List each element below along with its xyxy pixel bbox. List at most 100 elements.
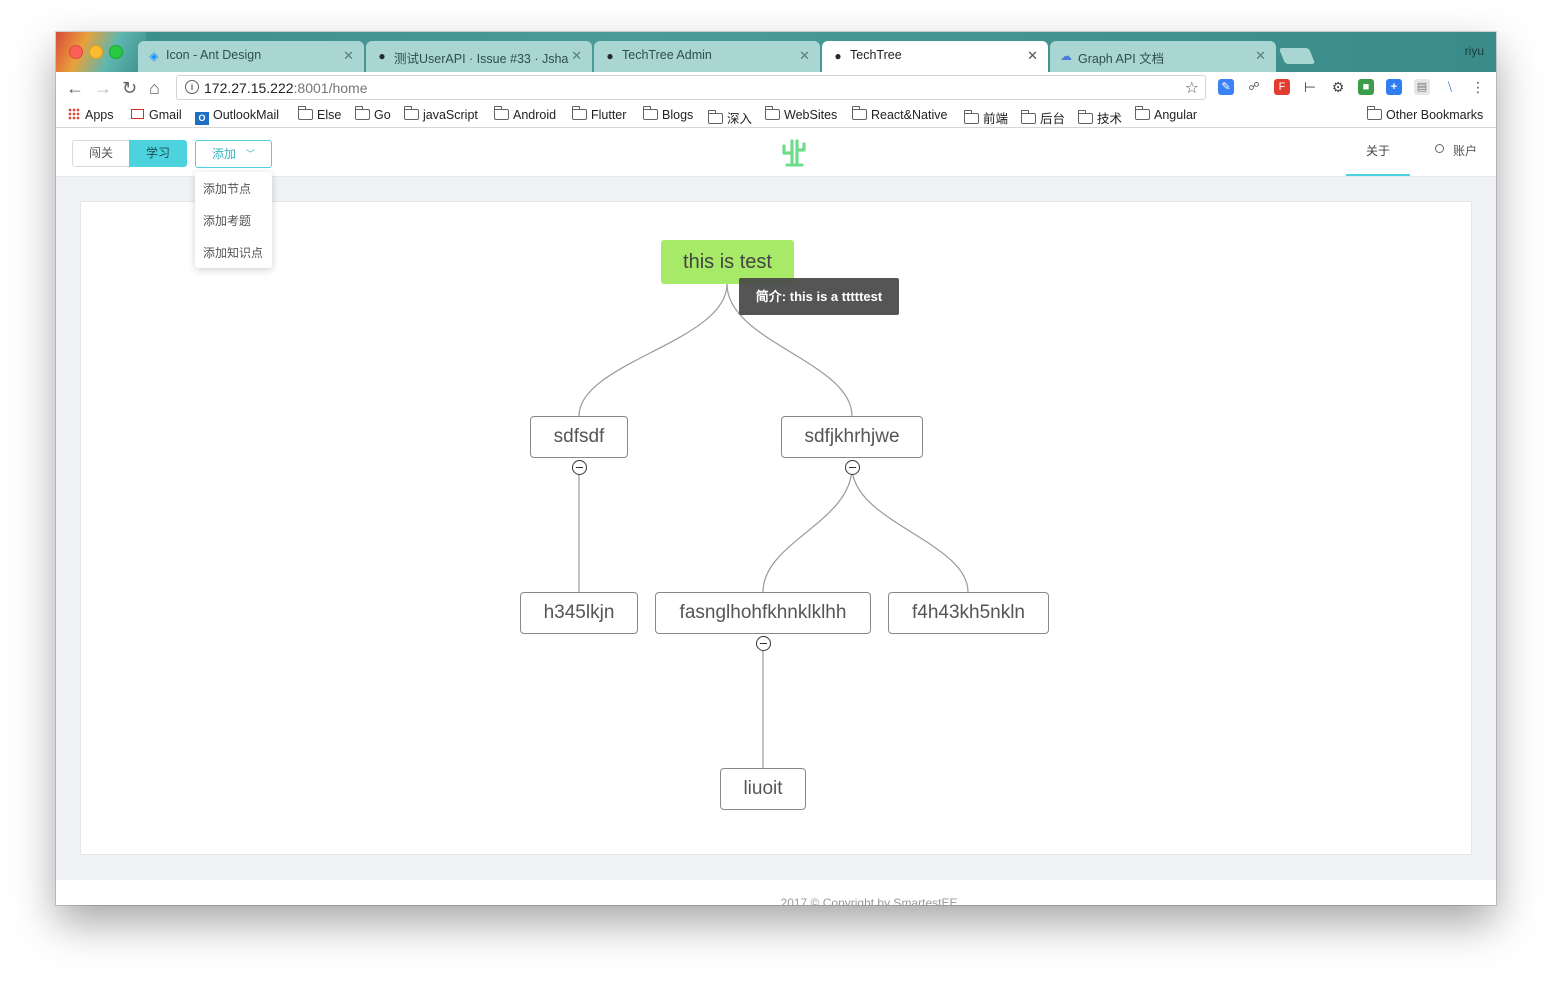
cactus-logo-icon[interactable] — [778, 138, 810, 168]
folder-icon — [1135, 106, 1150, 120]
cloud-icon: ☁ — [1060, 49, 1072, 63]
reload-icon[interactable]: ↻ — [122, 78, 138, 98]
nav-account[interactable]: 账户 — [1424, 128, 1488, 176]
bookmark-folder[interactable]: 前端 — [964, 108, 1008, 127]
folder-icon — [1078, 110, 1093, 124]
tab-title: TechTree Admin — [622, 48, 712, 62]
close-tab-icon[interactable]: ✕ — [1255, 48, 1266, 63]
extension-icon[interactable]: ▤ — [1414, 79, 1430, 95]
info-icon[interactable]: i — [185, 80, 199, 94]
browser-tab-graph-api[interactable]: ☁ Graph API 文档 ✕ — [1050, 41, 1276, 72]
back-arrow-icon[interactable]: ← — [66, 78, 84, 98]
bookmark-star-icon[interactable]: ☆ — [1184, 80, 1199, 97]
bookmark-folder[interactable]: Angular — [1135, 106, 1197, 122]
tree-node[interactable]: f4h43kh5nkln — [888, 592, 1049, 634]
browser-tab-techtree-admin[interactable]: ● TechTree Admin ✕ — [594, 41, 820, 72]
browser-tab-techtree[interactable]: ● TechTree ✕ — [822, 41, 1048, 72]
extension-icon[interactable]: ⊢ — [1302, 79, 1318, 95]
folder-icon — [355, 106, 370, 120]
copyright-text: 2017 © Copyright by SmartestEE — [780, 896, 958, 905]
url-text: 172.27.15.222:8001/home — [204, 80, 368, 96]
bookmark-folder[interactable]: Flutter — [572, 106, 626, 122]
folder-icon — [643, 106, 658, 120]
app-header: 闯关 学习 添加 ﹀ 关于 账户 — [56, 128, 1496, 177]
tab-title: Icon - Ant Design — [166, 48, 262, 62]
home-icon[interactable]: ⌂ — [149, 78, 160, 98]
extension-icon[interactable]: ✎ — [1218, 79, 1234, 95]
edge — [578, 283, 728, 417]
segment-challenge[interactable]: 闯关 — [72, 140, 130, 167]
folder-icon — [404, 106, 419, 120]
chevron-down-icon: ﹀ — [245, 149, 255, 159]
menu-item-add-node[interactable]: 添加节点 — [203, 182, 252, 196]
bookmark-folder[interactable]: Blogs — [643, 106, 693, 122]
menu-item-add-question[interactable]: 添加考题 — [203, 214, 252, 228]
close-tab-icon[interactable]: ✕ — [1027, 48, 1038, 63]
extension-icon[interactable]: ⧵ — [1442, 79, 1458, 95]
browser-tab-ant-design[interactable]: ◈ Icon - Ant Design ✕ — [138, 41, 364, 72]
folder-icon — [298, 106, 313, 120]
tab-title: 测试UserAPI · Issue #33 · Jsha — [394, 52, 569, 66]
bookmark-apps[interactable]: Apps — [68, 108, 114, 122]
profile-name[interactable]: riyu — [1464, 44, 1484, 58]
extension-icon[interactable]: ☍ — [1246, 79, 1262, 95]
tree-node[interactable]: h345lkjn — [520, 592, 638, 634]
node-tooltip: 简介: this is a tttttest — [739, 278, 899, 315]
browser-toolbar: ← → ↻ ⌂ i 172.27.15.222:8001/home ☆ ✎ ☍ … — [56, 72, 1496, 104]
edge — [762, 466, 853, 593]
tab-title: Graph API 文档 — [1078, 52, 1165, 66]
gear-icon[interactable]: ⚙ — [1330, 79, 1346, 95]
tree-node[interactable]: fasnglhohfkhnklklhh — [655, 592, 871, 634]
extension-icon[interactable]: ■ — [1358, 79, 1374, 95]
plus-icon[interactable]: + — [1386, 79, 1402, 95]
nav-about[interactable]: 关于 — [1346, 128, 1410, 176]
window-minimize-button[interactable] — [89, 45, 103, 59]
other-bookmarks[interactable]: Other Bookmarks — [1367, 106, 1483, 122]
user-icon — [1434, 144, 1444, 153]
github-icon: ● — [606, 49, 614, 63]
window-maximize-button[interactable] — [109, 45, 123, 59]
tree-node[interactable]: sdfsdf — [530, 416, 628, 458]
forward-arrow-icon[interactable]: → — [94, 78, 112, 98]
bookmark-gmail[interactable]: Gmail — [131, 108, 182, 122]
close-tab-icon[interactable]: ✕ — [799, 48, 810, 63]
close-tab-icon[interactable]: ✕ — [343, 48, 354, 63]
browser-tab-github-issue[interactable]: ● 测试UserAPI · Issue #33 · Jsha ✕ — [366, 41, 592, 72]
window-close-button[interactable] — [69, 45, 83, 59]
collapse-icon[interactable] — [756, 636, 771, 651]
tree-node-root[interactable]: this is test — [661, 240, 794, 284]
collapse-icon[interactable] — [845, 460, 860, 475]
folder-icon — [1367, 106, 1382, 120]
bookmark-folder[interactable]: 技术 — [1078, 108, 1122, 127]
tab-title: TechTree — [850, 48, 902, 62]
bookmark-folder[interactable]: React&Native — [852, 106, 947, 122]
new-tab-button[interactable] — [1278, 48, 1316, 64]
bookmark-folder[interactable]: WebSites — [765, 106, 837, 122]
extension-icon[interactable]: F — [1274, 79, 1290, 95]
add-dropdown-button[interactable]: 添加 ﹀ — [195, 140, 272, 168]
ant-design-icon: ◈ — [149, 49, 159, 63]
bookmark-folder[interactable]: Go — [355, 106, 391, 122]
folder-icon — [964, 110, 979, 124]
bookmark-folder[interactable]: javaScript — [404, 106, 478, 122]
tree-node[interactable]: sdfjkhrhjwe — [781, 416, 923, 458]
apps-grid-icon — [68, 108, 80, 120]
bookmark-folder[interactable]: Else — [298, 106, 341, 122]
collapse-icon[interactable] — [572, 460, 587, 475]
folder-icon — [765, 106, 780, 120]
bookmark-folder[interactable]: Android — [494, 106, 556, 122]
menu-item-add-knowledge-point[interactable]: 添加知识点 — [203, 246, 264, 260]
edge — [851, 466, 969, 593]
menu-kebab-icon[interactable]: ⋮ — [1470, 79, 1486, 95]
page-footer: 2017 © Copyright by SmartestEE — [56, 880, 1496, 905]
close-tab-icon[interactable]: ✕ — [571, 48, 582, 63]
address-bar[interactable]: i 172.27.15.222:8001/home ☆ — [176, 75, 1206, 100]
bookmark-folder[interactable]: 后台 — [1021, 108, 1065, 127]
edge — [726, 283, 853, 417]
segment-learn[interactable]: 学习 — [129, 140, 187, 167]
add-label: 添加 — [212, 147, 237, 161]
tree-node[interactable]: liuoit — [720, 768, 806, 810]
bookmark-folder[interactable]: 深入 — [708, 108, 752, 127]
